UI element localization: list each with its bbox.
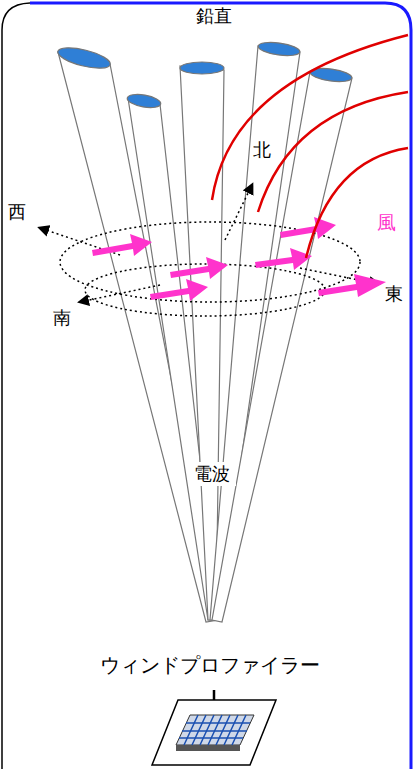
wave-label: 電波 bbox=[188, 462, 236, 486]
wind-arrows bbox=[92, 217, 386, 301]
frame-border bbox=[30, 3, 411, 769]
direction-label: 西 bbox=[8, 202, 26, 222]
antenna-symbol bbox=[152, 700, 276, 765]
direction-label: 北 bbox=[253, 140, 271, 160]
axis-label: 鉛直 bbox=[196, 6, 232, 26]
device-label: ウィンドプロファイラー bbox=[100, 654, 320, 676]
wind-label: 風 bbox=[377, 212, 396, 233]
direction-label: 南 bbox=[53, 308, 71, 328]
frame-left bbox=[2, 3, 30, 769]
direction-label: 東 bbox=[385, 284, 403, 304]
beam-tops bbox=[56, 40, 353, 110]
leader-lines bbox=[212, 35, 408, 258]
